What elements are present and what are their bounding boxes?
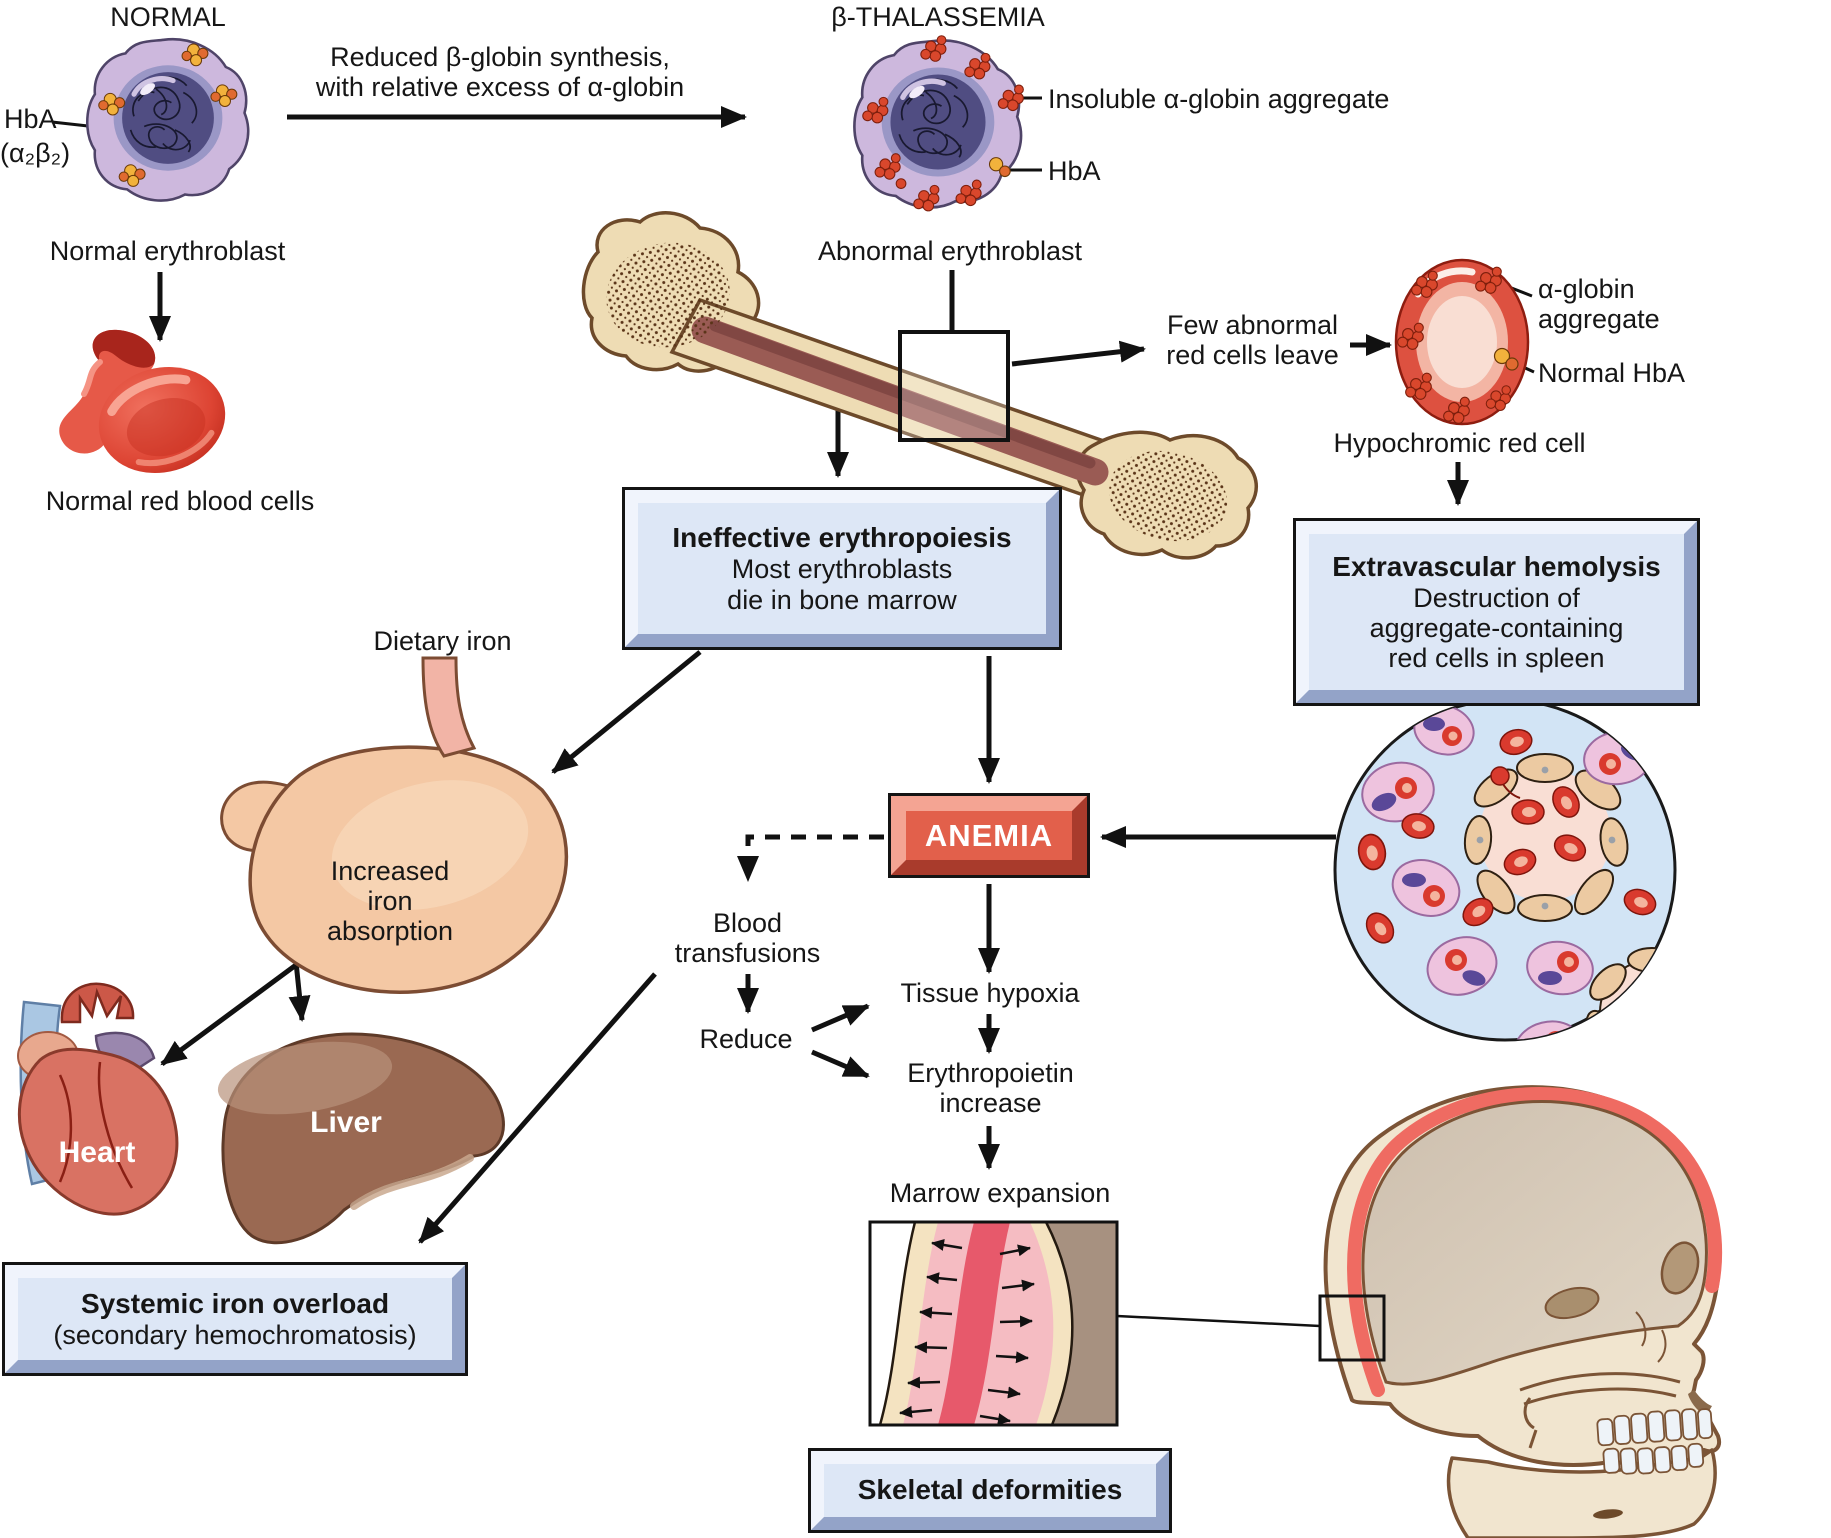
normal-rbc-illustration	[59, 329, 226, 474]
systemic-title: Systemic iron overload	[80, 1287, 390, 1319]
skull-callout-rect	[1318, 1294, 1386, 1362]
normal-title: NORMAL	[110, 2, 226, 32]
normal-erythroblast-illustration	[87, 39, 248, 200]
dashed-arrow-anemia-to-transfusions	[737, 834, 884, 882]
arrow-ineffective-to-stomach	[551, 650, 702, 774]
extravascular-title: Extravascular hemolysis	[1332, 550, 1661, 582]
ineffective-line2: die in bone marrow	[727, 584, 957, 615]
extravascular-hemolysis-box: Extravascular hemolysis Destruction of a…	[1293, 518, 1700, 706]
normal-erythroblast-label: Normal erythroblast	[49, 236, 286, 266]
skeletal-deformities-box: Skeletal deformities	[808, 1448, 1172, 1533]
hypochromic-red-cell-illustration	[1394, 258, 1530, 426]
hba2-label: HbA	[1048, 156, 1101, 186]
arrow-reduce-to-hypoxia	[811, 1003, 870, 1033]
tissue-hypoxia-label: Tissue hypoxia	[900, 978, 1080, 1008]
extravascular-line3: red cells in spleen	[1388, 643, 1605, 674]
systemic-iron-overload-box: Systemic iron overload (secondary hemoch…	[2, 1262, 468, 1376]
dietary-iron-label: Dietary iron	[373, 626, 512, 656]
ineffective-title: Ineffective erythropoiesis	[672, 522, 1012, 554]
abnormal-erythroblast-label: Abnormal erythroblast	[817, 236, 1083, 266]
skull-illustration	[1318, 1085, 1723, 1538]
arrow-transfusions-to-overload	[418, 972, 657, 1244]
stomach-illustration	[220, 656, 569, 994]
liver-label: Liver	[310, 1106, 382, 1139]
insoluble-aggregate-label: Insoluble α-globin aggregate	[1048, 84, 1390, 114]
skeletal-label: Skeletal deformities	[857, 1474, 1123, 1506]
reduce-label: Reduce	[699, 1024, 793, 1054]
anemia-box: ANEMIA	[888, 793, 1090, 878]
inset-to-skull-line	[1116, 1314, 1321, 1328]
hba-label: HbA	[4, 104, 57, 134]
arrow-reduce-to-epo	[811, 1049, 870, 1079]
ineffective-line1: Most erythroblasts	[731, 554, 953, 585]
heart-label: Heart	[58, 1136, 136, 1169]
normal-hba-label: Normal HbA	[1538, 358, 1686, 388]
bone-marrow-illustration	[581, 211, 1258, 560]
transition-text: Reduced β-globin synthesis,with relative…	[315, 42, 685, 103]
normal-rbc-label: Normal red blood cells	[45, 486, 315, 516]
spleen-micrograph-illustration	[1333, 698, 1677, 1042]
arrow-stomach-to-liver	[288, 961, 311, 1022]
liver-illustration	[217, 1032, 505, 1245]
hba-formula: (α₂β₂)	[0, 138, 71, 168]
arrow-stomach-to-heart	[160, 959, 302, 1067]
arrow-bone-to-few-abnormal	[1011, 340, 1146, 367]
bone-callout-rect	[898, 330, 1010, 442]
marrow-expansion-label: Marrow expansion	[889, 1178, 1111, 1208]
ineffective-erythropoiesis-box: Ineffective erythropoiesis Most erythrob…	[622, 487, 1062, 650]
anemia-label: ANEMIA	[924, 817, 1054, 853]
heart-illustration	[17, 982, 179, 1216]
abnormal-erythroblast-illustration	[854, 35, 1024, 212]
extravascular-line1: Destruction of	[1413, 582, 1580, 613]
systemic-subtitle: (secondary hemochromatosis)	[53, 1319, 417, 1350]
hba-leader-line	[51, 120, 89, 128]
hypochromic-label: Hypochromic red cell	[1333, 428, 1586, 458]
extravascular-line2: aggregate-containing	[1369, 612, 1624, 643]
marrow-expansion-inset	[868, 1220, 1119, 1427]
thalassemia-title: β-THALASSEMIA	[831, 2, 1045, 32]
